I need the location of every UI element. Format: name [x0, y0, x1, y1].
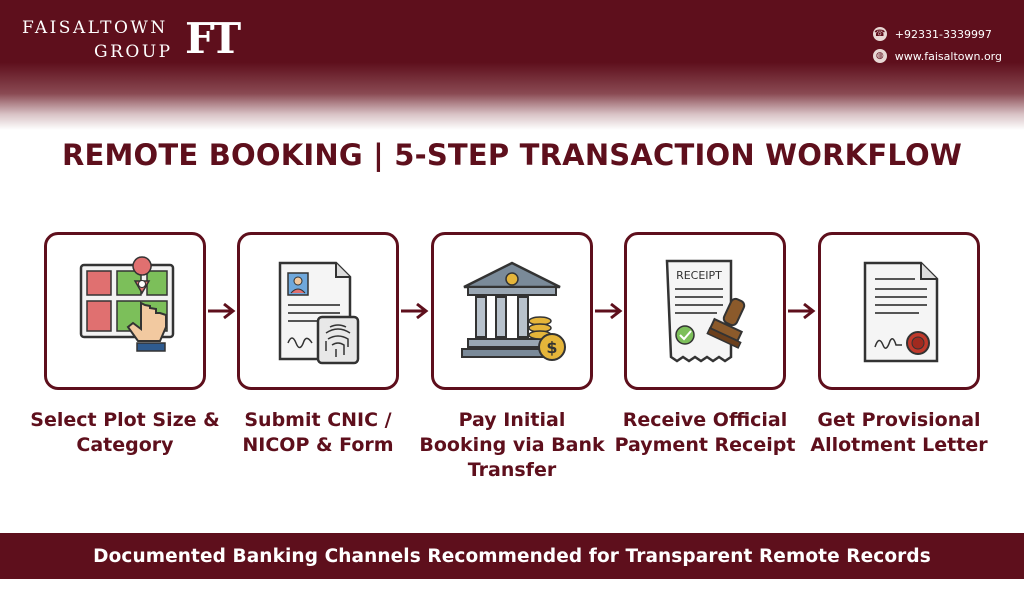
footer-banner: Documented Banking Channels Recommended … [0, 533, 1024, 579]
receipt-text: RECEIPT [676, 269, 722, 282]
step-4-label: Receive Official Payment Receipt [614, 409, 796, 456]
arrow-1-icon [208, 302, 236, 320]
arrow-3-icon [595, 302, 623, 320]
receipt-stamp-icon: RECEIPT [665, 259, 746, 363]
contact-web-row: ◍ www.faisaltown.org [872, 48, 1002, 64]
page-title: REMOTE BOOKING | 5-STEP TRANSACTION WORK… [61, 138, 963, 172]
contact-phone-row: ☎ +92331-3339997 [872, 26, 1002, 42]
brand-monogram: FT [185, 14, 241, 63]
contact-phone[interactable]: +92331-3339997 [894, 27, 992, 41]
contact-website[interactable]: www.faisaltown.org [894, 49, 1002, 63]
step-1-label: Select Plot Size & Category [30, 409, 220, 456]
arrow-2-icon [401, 302, 429, 320]
step-2-label: Submit CNIC / NICOP & Form [242, 409, 394, 456]
globe-icon: ◍ [872, 49, 887, 63]
sealed-letter-icon [863, 261, 939, 363]
header-banner: FAISALTOWN GROUP FT ☎ +92331-3339997 ◍ w… [0, 0, 1024, 130]
step-1-card [44, 232, 206, 390]
step-5-card [818, 232, 980, 390]
step-3-card: $ [431, 232, 593, 390]
step-5-label: Get Provisional Allotment Letter [810, 409, 988, 456]
step-4-card: RECEIPT [624, 232, 786, 390]
svg-text:$: $ [546, 338, 557, 357]
step-3-label: Pay Initial Booking via Bank Transfer [419, 409, 605, 481]
brand-subname: GROUP [94, 42, 173, 62]
footer-text: Documented Banking Channels Recommended … [93, 545, 931, 567]
brand-name: FAISALTOWN [22, 18, 168, 38]
arrow-4-icon [788, 302, 816, 320]
phone-icon: ☎ [872, 27, 887, 41]
plot-map-hand-icon [79, 256, 175, 352]
bank-coins-icon: $ [461, 261, 566, 361]
step-2-card [237, 232, 399, 390]
id-document-fingerprint-icon [278, 261, 360, 365]
contact-info: ☎ +92331-3339997 ◍ www.faisaltown.org [872, 26, 1002, 70]
